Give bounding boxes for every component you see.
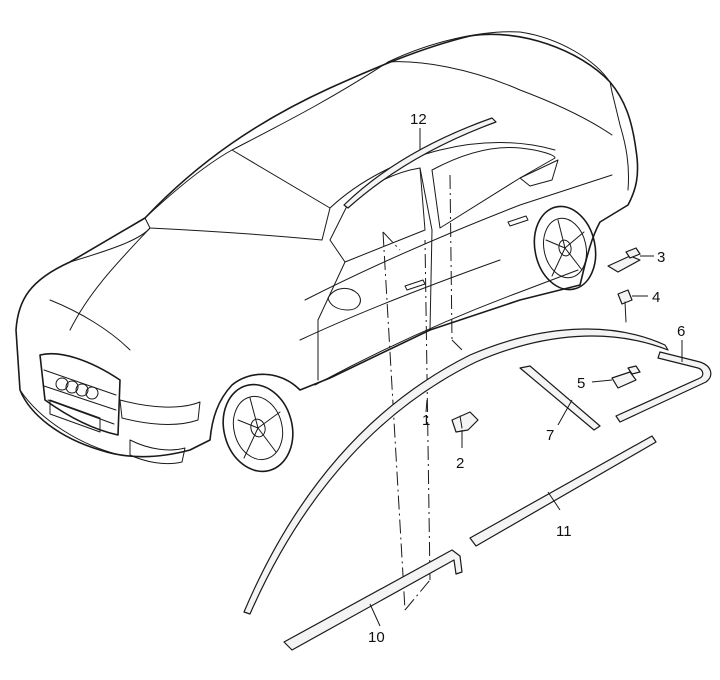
callout-6: 6	[677, 323, 685, 340]
callout-10: 10	[368, 629, 385, 646]
rear-wheel	[527, 201, 603, 296]
part-2-clip	[452, 412, 478, 432]
callout-labels: 12 1 2 3 4 5 6 7 11 10	[368, 111, 685, 646]
front-wheel	[214, 377, 302, 480]
callout-4: 4	[652, 289, 660, 306]
part-12-roof-trim	[344, 118, 496, 208]
part-1-arch-trim	[244, 329, 668, 614]
leader-lines	[370, 128, 682, 626]
callout-3: 3	[657, 249, 665, 266]
reference-lines	[383, 175, 462, 610]
part-7-strip	[520, 366, 600, 430]
callout-5: 5	[577, 375, 585, 392]
part-6-corner-trim	[616, 352, 711, 422]
callout-12: 12	[410, 111, 427, 128]
callout-2: 2	[456, 455, 464, 472]
part-11-sill-strip	[470, 436, 656, 546]
car-illustration	[16, 32, 638, 480]
callout-1: 1	[422, 412, 430, 429]
logo-rings	[56, 378, 98, 399]
part-3-bracket	[608, 248, 640, 272]
callout-11: 11	[556, 523, 572, 540]
part-4-pin	[618, 290, 632, 322]
part-10-door-strip	[284, 550, 462, 650]
callout-7: 7	[546, 427, 554, 444]
part-5-clip	[612, 366, 640, 388]
